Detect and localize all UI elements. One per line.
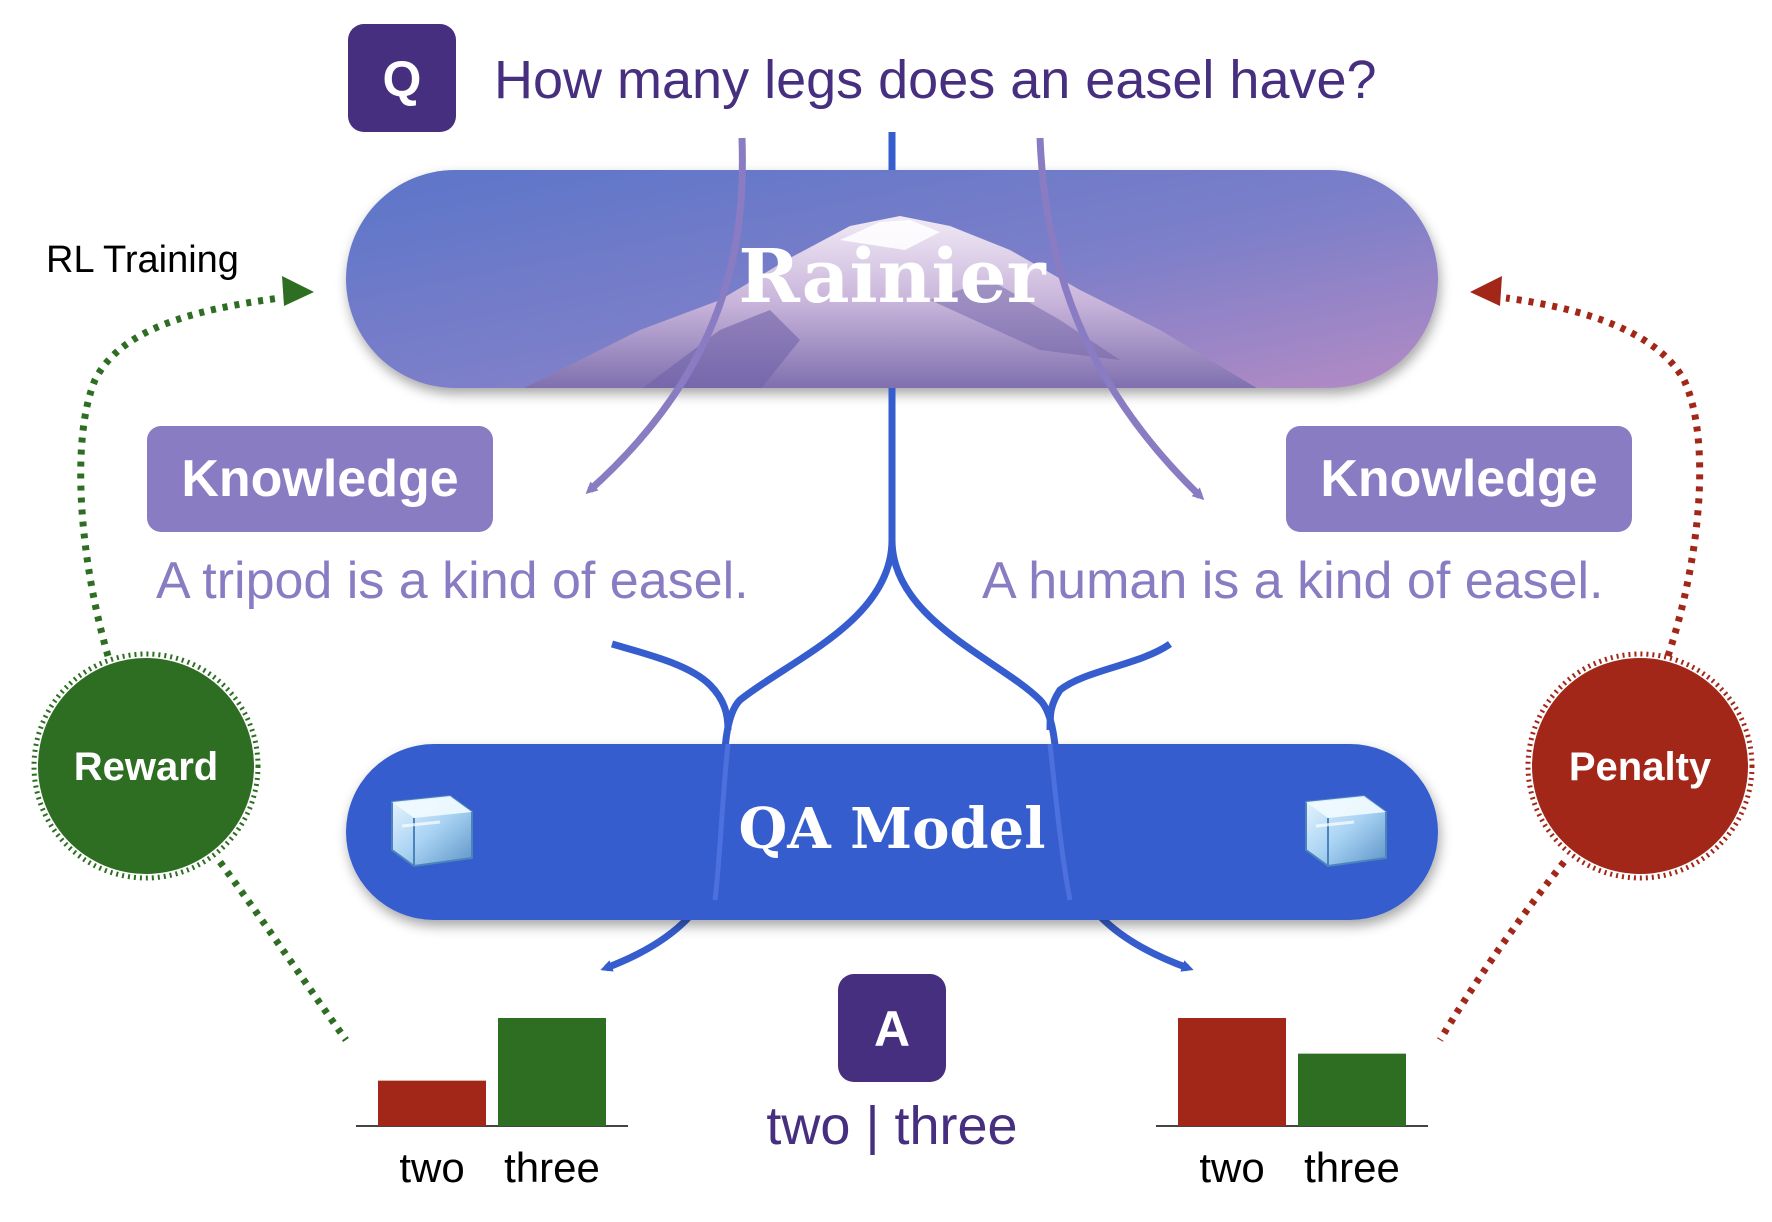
knowledge-left-statement: A tripod is a kind of easel. <box>156 552 749 610</box>
penalty-dotted-line-down <box>1436 859 1567 1042</box>
bar-three-right <box>1298 1053 1406 1126</box>
question-badge <box>348 24 456 132</box>
knowledge-left-badge-label: Knowledge <box>181 450 458 508</box>
bar-three-left <box>498 1018 606 1126</box>
question-group: Q How many legs does an easel have? <box>348 24 1377 132</box>
knowledge-right-group: Knowledge A human is a kind of easel. <box>982 426 1632 610</box>
answer-group: A two | three <box>766 974 1018 1156</box>
question-badge-label: Q <box>383 51 422 107</box>
knowledge-left-group: Knowledge A tripod is a kind of easel. <box>147 426 749 610</box>
qa-model <box>346 744 1438 920</box>
qa-flow-lines-front <box>712 743 1073 901</box>
bar-two-right <box>1178 1018 1286 1126</box>
reward-circle <box>38 658 254 874</box>
knowledge-right-badge-label: Knowledge <box>1320 450 1597 508</box>
knowledge-right-badge <box>1286 426 1632 532</box>
tick-label-three-right: three <box>1304 1144 1400 1191</box>
answer-badge <box>838 974 946 1082</box>
reward-dotted-line-down <box>217 859 349 1043</box>
bar-two-left <box>378 1080 486 1126</box>
tick-label-two-right: two <box>1199 1144 1264 1191</box>
knowledge-merge-left <box>611 640 732 731</box>
penalty-arrowhead <box>1470 276 1502 306</box>
question-text: How many legs does an easel have? <box>494 50 1377 110</box>
knowledge-right-statement: A human is a kind of easel. <box>982 552 1604 610</box>
arrow-question-to-knowledge-right <box>1036 137 1205 501</box>
answer-distribution-chart-right: two three <box>1156 1018 1428 1191</box>
reward-label: Reward <box>74 745 219 789</box>
arrow-question-to-knowledge-left <box>585 137 746 495</box>
reward-arrowhead <box>282 276 314 306</box>
tick-label-three-left: three <box>504 1144 600 1191</box>
reward-dotted-line-up <box>77 294 281 657</box>
rl-training-label: RL Training <box>46 239 239 281</box>
answer-badge-label: A <box>874 1001 910 1057</box>
ice-cube-icon-right <box>1305 794 1387 868</box>
penalty-label: Penalty <box>1569 745 1712 789</box>
penalty-group: Penalty <box>1436 276 1755 1042</box>
answer-options: two | three <box>766 1096 1017 1156</box>
ice-cube-icon-left <box>391 794 473 868</box>
penalty-dotted-line-up <box>1505 294 1704 658</box>
reward-group: Reward <box>31 276 349 1043</box>
tick-label-two-left: two <box>399 1144 464 1191</box>
qa-model-label: QA Model <box>738 796 1045 862</box>
knowledge-left-badge <box>147 426 493 532</box>
rainier-label: Rainier <box>738 234 1046 320</box>
answer-distribution-chart-left: two three <box>356 1018 628 1191</box>
penalty-circle <box>1532 658 1748 874</box>
knowledge-merge-right <box>1046 641 1173 731</box>
